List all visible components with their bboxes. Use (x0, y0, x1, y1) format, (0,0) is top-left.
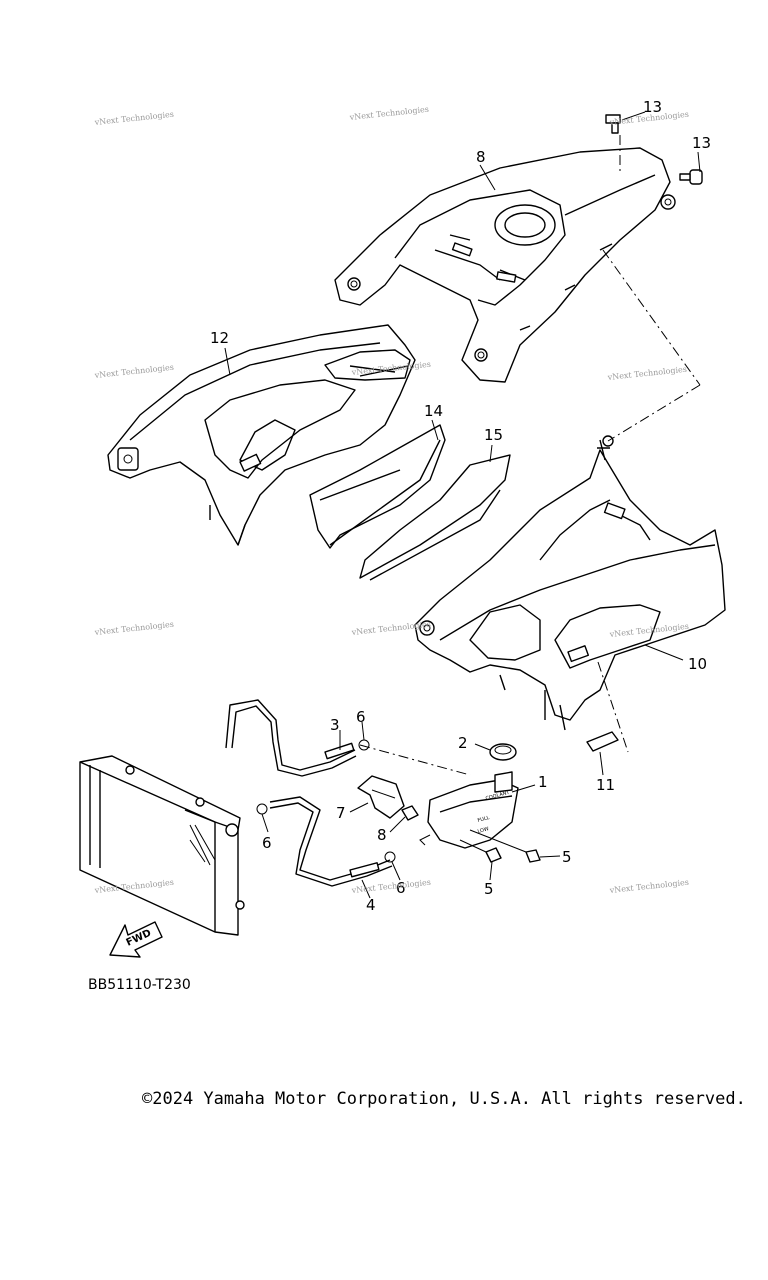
callout-13-top: 13 (643, 98, 662, 116)
callout-9: 8 (476, 148, 486, 166)
part-13-clip-top (605, 114, 621, 134)
part-12-left-cover (107, 324, 416, 546)
watermark: vNext Technologies (348, 105, 429, 122)
callout-1: 1 (538, 773, 548, 791)
watermark: vNext Technologies (606, 365, 687, 382)
part-5-bolts (459, 829, 541, 863)
part-11-block (586, 731, 619, 752)
part-9-upper-cover (334, 147, 676, 383)
callout-6-bottom: 6 (396, 879, 406, 897)
copyright-notice: ©2024 Yamaha Motor Corporation, U.S.A. A… (142, 1089, 746, 1109)
callout-5-right: 5 (562, 848, 572, 866)
parts-diagram: COOLANT FULL LOW FWD (79, 98, 726, 958)
decal-full: FULL (477, 815, 490, 824)
hose-3 (225, 699, 357, 777)
callout-4: 4 (366, 896, 376, 914)
callout-7: 7 (336, 804, 346, 822)
watermark: vNext Technologies (93, 363, 174, 380)
part-10-right-cover (414, 435, 726, 731)
hose-4 (269, 796, 393, 887)
callout-5-bottom: 5 (484, 880, 494, 898)
callout-15: 15 (484, 426, 503, 444)
part-8-bolt (401, 805, 419, 821)
callout-10: 10 (688, 655, 707, 673)
fwd-arrow: FWD (109, 921, 163, 958)
callout-3: 3 (330, 716, 340, 734)
watermark: vNext Technologies (93, 110, 174, 127)
callout-2: 2 (458, 734, 468, 752)
leader-lines (224, 111, 701, 899)
radiator (79, 755, 245, 936)
callouts: 8 13 13 12 14 15 10 11 1 2 3 6 7 8 6 6 4… (210, 98, 711, 914)
callout-11: 11 (596, 776, 615, 794)
part-1-coolant-reservoir: COOLANT FULL LOW (419, 771, 519, 849)
callout-13-right: 13 (692, 134, 711, 152)
decal-low: LOW (477, 826, 490, 835)
part-13-clip-right (679, 169, 703, 185)
part-14-panel (309, 424, 446, 549)
part-2-cap (489, 743, 517, 761)
callout-6-top: 6 (356, 708, 366, 726)
callout-12: 12 (210, 329, 229, 347)
callout-6-left: 6 (262, 834, 272, 852)
callout-14: 14 (424, 402, 443, 420)
watermark: vNext Technologies (93, 620, 174, 637)
watermark: vNext Technologies (608, 878, 689, 895)
part-7-bracket (357, 775, 405, 819)
diagram-part-code: BB51110-T230 (88, 977, 191, 993)
callout-8: 8 (377, 826, 387, 844)
